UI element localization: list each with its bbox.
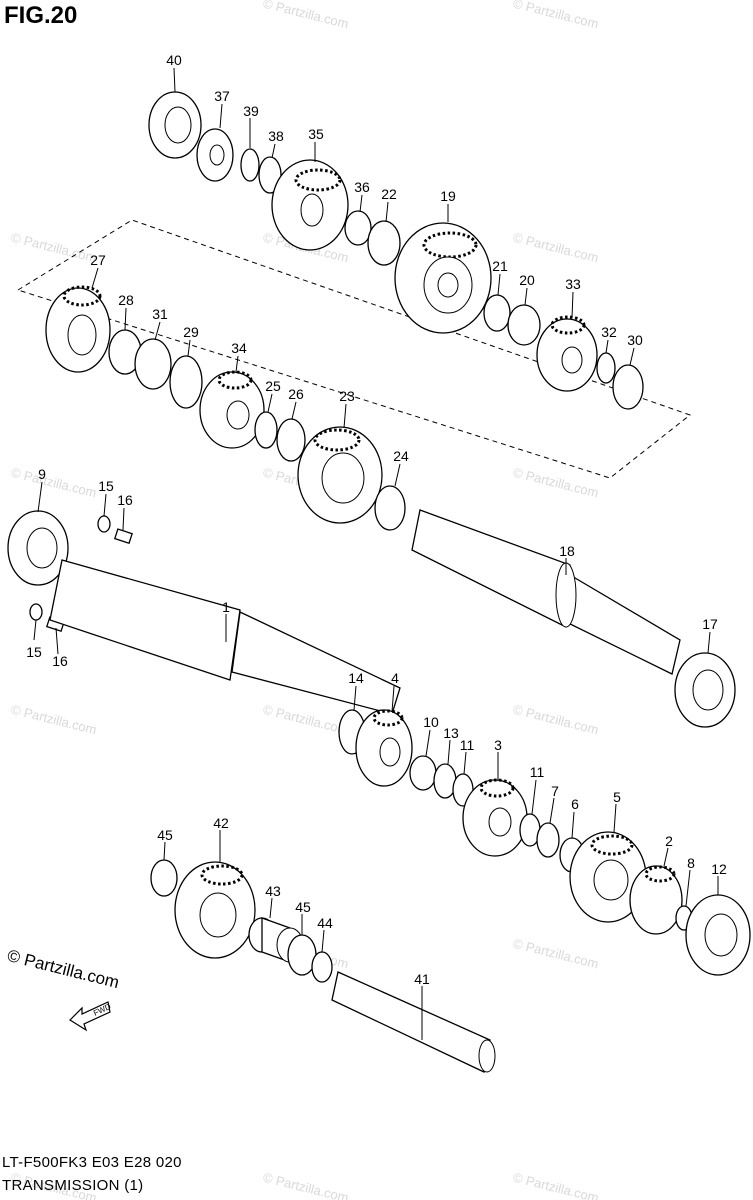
part-hub-37[interactable] <box>196 128 234 182</box>
callout-5[interactable]: 5 <box>613 789 621 805</box>
forward-direction-arrow-icon <box>69 1001 111 1032</box>
model-code: LT-F500FK3 E03 E28 020 <box>2 1154 182 1171</box>
part-gear-3[interactable] <box>462 778 528 857</box>
callout-18[interactable]: 18 <box>559 543 575 559</box>
callout-11[interactable]: 11 <box>530 764 545 780</box>
callout-30[interactable]: 30 <box>627 332 643 348</box>
callout-31[interactable]: 31 <box>152 306 168 322</box>
part-circlip-29[interactable] <box>169 355 203 409</box>
callout-39[interactable]: 39 <box>243 103 259 119</box>
part-washer-30[interactable] <box>612 364 644 410</box>
part-washer-15[interactable] <box>97 515 111 533</box>
callout-45[interactable]: 45 <box>157 827 173 843</box>
part-bushing-21[interactable] <box>483 294 511 332</box>
part-gear-2[interactable] <box>629 865 683 935</box>
part-bearing-9[interactable] <box>7 510 69 586</box>
callout-32[interactable]: 32 <box>601 324 617 340</box>
callout-20[interactable]: 20 <box>519 272 535 288</box>
callout-15[interactable]: 15 <box>98 478 114 494</box>
callout-25[interactable]: 25 <box>265 378 281 394</box>
part-bearing-12[interactable] <box>685 894 751 976</box>
callout-numbers: 40 37 39 38 35 36 22 19 21 20 33 32 30 2… <box>26 52 727 987</box>
callout-19[interactable]: 19 <box>440 188 456 204</box>
callout-24[interactable]: 24 <box>393 448 409 464</box>
callout-23[interactable]: 23 <box>339 388 355 404</box>
part-gear-35[interactable] <box>271 159 349 251</box>
callout-15[interactable]: 15 <box>26 644 42 660</box>
callout-44[interactable]: 44 <box>317 915 333 931</box>
callout-38[interactable]: 38 <box>268 128 284 144</box>
callout-21[interactable]: 21 <box>492 258 508 274</box>
callout-13[interactable]: 13 <box>443 725 459 741</box>
part-washer-31[interactable] <box>134 338 172 390</box>
part-gear-42[interactable] <box>174 861 256 959</box>
part-bearing-17[interactable] <box>674 652 736 728</box>
callout-3[interactable]: 3 <box>494 737 502 753</box>
callout-40[interactable]: 40 <box>166 52 182 68</box>
callout-11[interactable]: 11 <box>460 737 475 753</box>
callout-28[interactable]: 28 <box>118 292 134 308</box>
callout-10[interactable]: 10 <box>423 714 439 730</box>
callout-6[interactable]: 6 <box>571 796 579 812</box>
callout-27[interactable]: 27 <box>90 252 106 268</box>
section-title: TRANSMISSION (1) <box>2 1177 144 1194</box>
part-gear-4[interactable] <box>355 709 413 787</box>
part-gear-34[interactable] <box>199 370 265 449</box>
callout-8[interactable]: 8 <box>687 855 695 871</box>
part-washer-22[interactable] <box>367 220 401 266</box>
assembly-group-outline <box>16 219 692 479</box>
callout-17[interactable]: 17 <box>702 616 718 632</box>
part-washer-15[interactable] <box>29 603 43 621</box>
part-circlip-44[interactable] <box>311 951 333 983</box>
callout-12[interactable]: 12 <box>711 861 727 877</box>
part-gear-27[interactable] <box>45 285 111 373</box>
callout-43[interactable]: 43 <box>265 883 281 899</box>
part-circlip-25[interactable] <box>254 411 278 449</box>
part-washer-7[interactable] <box>536 822 560 858</box>
callout-34[interactable]: 34 <box>231 340 247 356</box>
part-bushing-10[interactable] <box>409 755 437 791</box>
part-shaft-18[interactable] <box>411 509 681 675</box>
callout-37[interactable]: 37 <box>214 88 230 104</box>
part-shaft-1[interactable] <box>49 559 401 715</box>
callout-16[interactable]: 16 <box>117 492 133 508</box>
callout-4[interactable]: 4 <box>391 670 399 686</box>
callout-41[interactable]: 41 <box>414 971 430 987</box>
callout-7[interactable]: 7 <box>551 783 559 799</box>
part-bushing-36[interactable] <box>344 210 372 246</box>
callout-9[interactable]: 9 <box>38 466 46 482</box>
part-gear-33[interactable] <box>536 315 598 392</box>
part-gear-19[interactable] <box>394 222 492 334</box>
callout-26[interactable]: 26 <box>288 386 304 402</box>
callout-2[interactable]: 2 <box>665 833 673 849</box>
part-gear-5[interactable] <box>569 831 647 923</box>
callout-45[interactable]: 45 <box>295 899 311 915</box>
part-gear-23[interactable] <box>297 426 383 524</box>
part-washer-26[interactable] <box>276 418 306 462</box>
part-washer-45[interactable] <box>150 859 178 897</box>
callout-14[interactable]: 14 <box>348 670 364 686</box>
part-shaft-41[interactable] <box>331 971 496 1073</box>
part-washer-20[interactable] <box>507 304 541 346</box>
part-ring-39[interactable] <box>240 148 260 182</box>
callout-1[interactable]: 1 <box>222 599 230 615</box>
callout-16[interactable]: 16 <box>52 653 68 669</box>
callout-35[interactable]: 35 <box>308 126 324 142</box>
callout-leaders <box>33 67 719 1040</box>
part-bearing-40[interactable] <box>148 91 202 159</box>
part-circlip-32[interactable] <box>596 352 616 384</box>
part-bolt-16[interactable] <box>113 528 133 545</box>
callout-29[interactable]: 29 <box>183 324 199 340</box>
callout-33[interactable]: 33 <box>565 276 581 292</box>
part-bushing-24[interactable] <box>374 485 406 531</box>
callout-22[interactable]: 22 <box>381 186 397 202</box>
figure-title: FIG.20 <box>4 2 78 29</box>
callout-42[interactable]: 42 <box>213 815 229 831</box>
callout-36[interactable]: 36 <box>354 179 370 195</box>
